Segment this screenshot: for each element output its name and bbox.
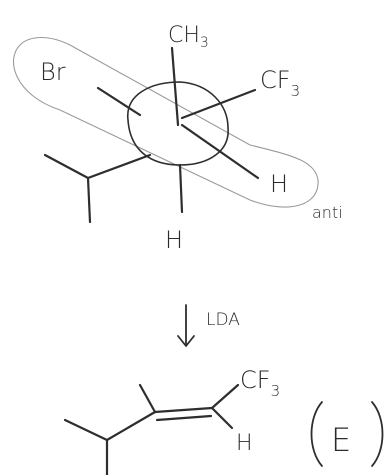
bond-to-cf3 <box>180 88 257 120</box>
reagent-label: LDA <box>206 310 240 330</box>
anti-label: anti <box>312 203 343 222</box>
product-bond-to-cf3 <box>210 383 240 410</box>
h-bottom-label: H <box>165 226 183 254</box>
bond-to-br <box>96 86 142 117</box>
product-double-bond-1 <box>153 406 214 414</box>
h-right-label: H <box>270 170 288 198</box>
bond-to-h-bottom <box>178 163 184 214</box>
e-label-left-paren <box>310 401 323 467</box>
bond-to-isopropyl <box>86 153 152 180</box>
e-label: E <box>331 421 351 459</box>
bond-to-ch3 <box>170 46 180 127</box>
product-h-label: H <box>236 431 253 456</box>
product-bond-to-alkene <box>105 410 157 442</box>
product-isopropyl-left <box>63 418 109 442</box>
product-bond-to-h <box>210 406 234 430</box>
br-label: Br <box>40 58 66 86</box>
anti-highlight-loop <box>12 36 319 208</box>
cf3-label: CF3 <box>260 66 300 100</box>
product-cf3-label: CF3 <box>240 366 280 400</box>
bond-to-h-right <box>180 123 260 180</box>
e-label-right-paren <box>371 401 384 467</box>
isopropyl-branch-up <box>43 153 90 180</box>
reaction-arrow-head <box>177 335 195 347</box>
newman-back-circle <box>127 81 229 166</box>
ch3-label: CH3 <box>168 23 209 51</box>
product-vinyl-h-bond <box>138 383 157 414</box>
product-double-bond-2 <box>155 414 213 422</box>
isopropyl-branch-down <box>86 176 92 224</box>
